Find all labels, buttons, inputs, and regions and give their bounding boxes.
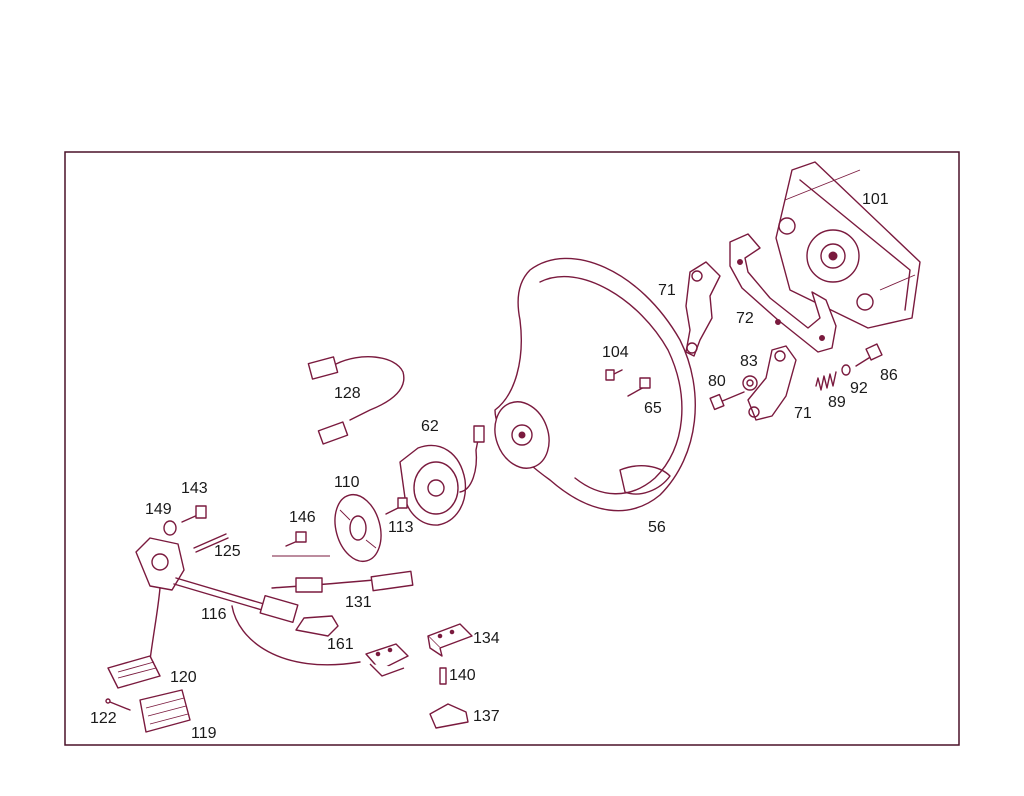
- part-62-clock-spring: [399, 425, 485, 526]
- part-140-pin: [439, 667, 447, 685]
- callout-92: 92: [850, 380, 868, 397]
- callout-62: 62: [421, 418, 439, 435]
- part-65-screw: [627, 377, 651, 397]
- diagram-frame: [64, 151, 960, 746]
- callout-104: 104: [602, 344, 629, 361]
- callout-71-lower: 71: [794, 405, 812, 422]
- part-131-connector: [365, 643, 409, 677]
- part-83-nut: [742, 375, 758, 391]
- part-80-bolt: [709, 391, 745, 411]
- callout-131: 131: [345, 594, 372, 611]
- part-56-steering-wheel: [494, 257, 696, 512]
- callout-83: 83: [740, 353, 758, 370]
- part-86-bolt: [855, 343, 883, 367]
- callout-120: 120: [170, 669, 197, 686]
- callout-56: 56: [648, 519, 666, 536]
- part-137-housing: [429, 703, 469, 729]
- part-120-connector-block: [107, 655, 161, 689]
- part-110-contact-ring: [334, 493, 382, 563]
- part-104-screw: [605, 369, 623, 381]
- part-89-spring: [815, 371, 837, 391]
- part-134-connector: [427, 623, 473, 657]
- part-161-cover: [295, 615, 339, 637]
- callout-65: 65: [644, 400, 662, 417]
- callout-125: 125: [214, 543, 241, 560]
- callout-149: 149: [145, 501, 172, 518]
- part-143-bolt: [181, 505, 207, 523]
- callout-122: 122: [90, 710, 117, 727]
- callout-71-upper: 71: [658, 282, 676, 299]
- part-119-connector-block: [139, 689, 191, 733]
- part-116-switch-assembly: [135, 537, 299, 661]
- part-146-screw: [285, 531, 307, 547]
- callout-86: 86: [880, 367, 898, 384]
- callout-134: 134: [473, 630, 500, 647]
- part-122-pin: [105, 698, 131, 711]
- part-149-washer: [163, 520, 177, 536]
- part-101-airbag-housing: [775, 161, 921, 329]
- callout-146: 146: [289, 509, 316, 526]
- callout-116: 116: [201, 606, 227, 623]
- part-131-cable: [231, 555, 414, 666]
- part-125-pin: [193, 533, 229, 553]
- part-72-bracket-plate: [729, 233, 837, 353]
- callout-89: 89: [828, 394, 846, 411]
- part-113-screw: [385, 497, 408, 515]
- part-128-wiring-harness: [307, 356, 405, 445]
- callout-140: 140: [449, 667, 476, 684]
- callout-128: 128: [334, 385, 361, 402]
- part-71-upper-bracket: [685, 261, 721, 357]
- callout-161: 161: [327, 636, 354, 653]
- callout-143: 143: [181, 480, 208, 497]
- callout-72: 72: [736, 310, 754, 327]
- part-71-lower-bracket: [747, 345, 797, 421]
- callout-101: 101: [862, 191, 889, 208]
- callout-110: 110: [334, 474, 360, 491]
- callout-80: 80: [708, 373, 726, 390]
- callout-137: 137: [473, 708, 500, 725]
- callout-113: 113: [388, 519, 414, 536]
- callout-119: 119: [191, 725, 217, 742]
- part-92-washer: [841, 364, 851, 376]
